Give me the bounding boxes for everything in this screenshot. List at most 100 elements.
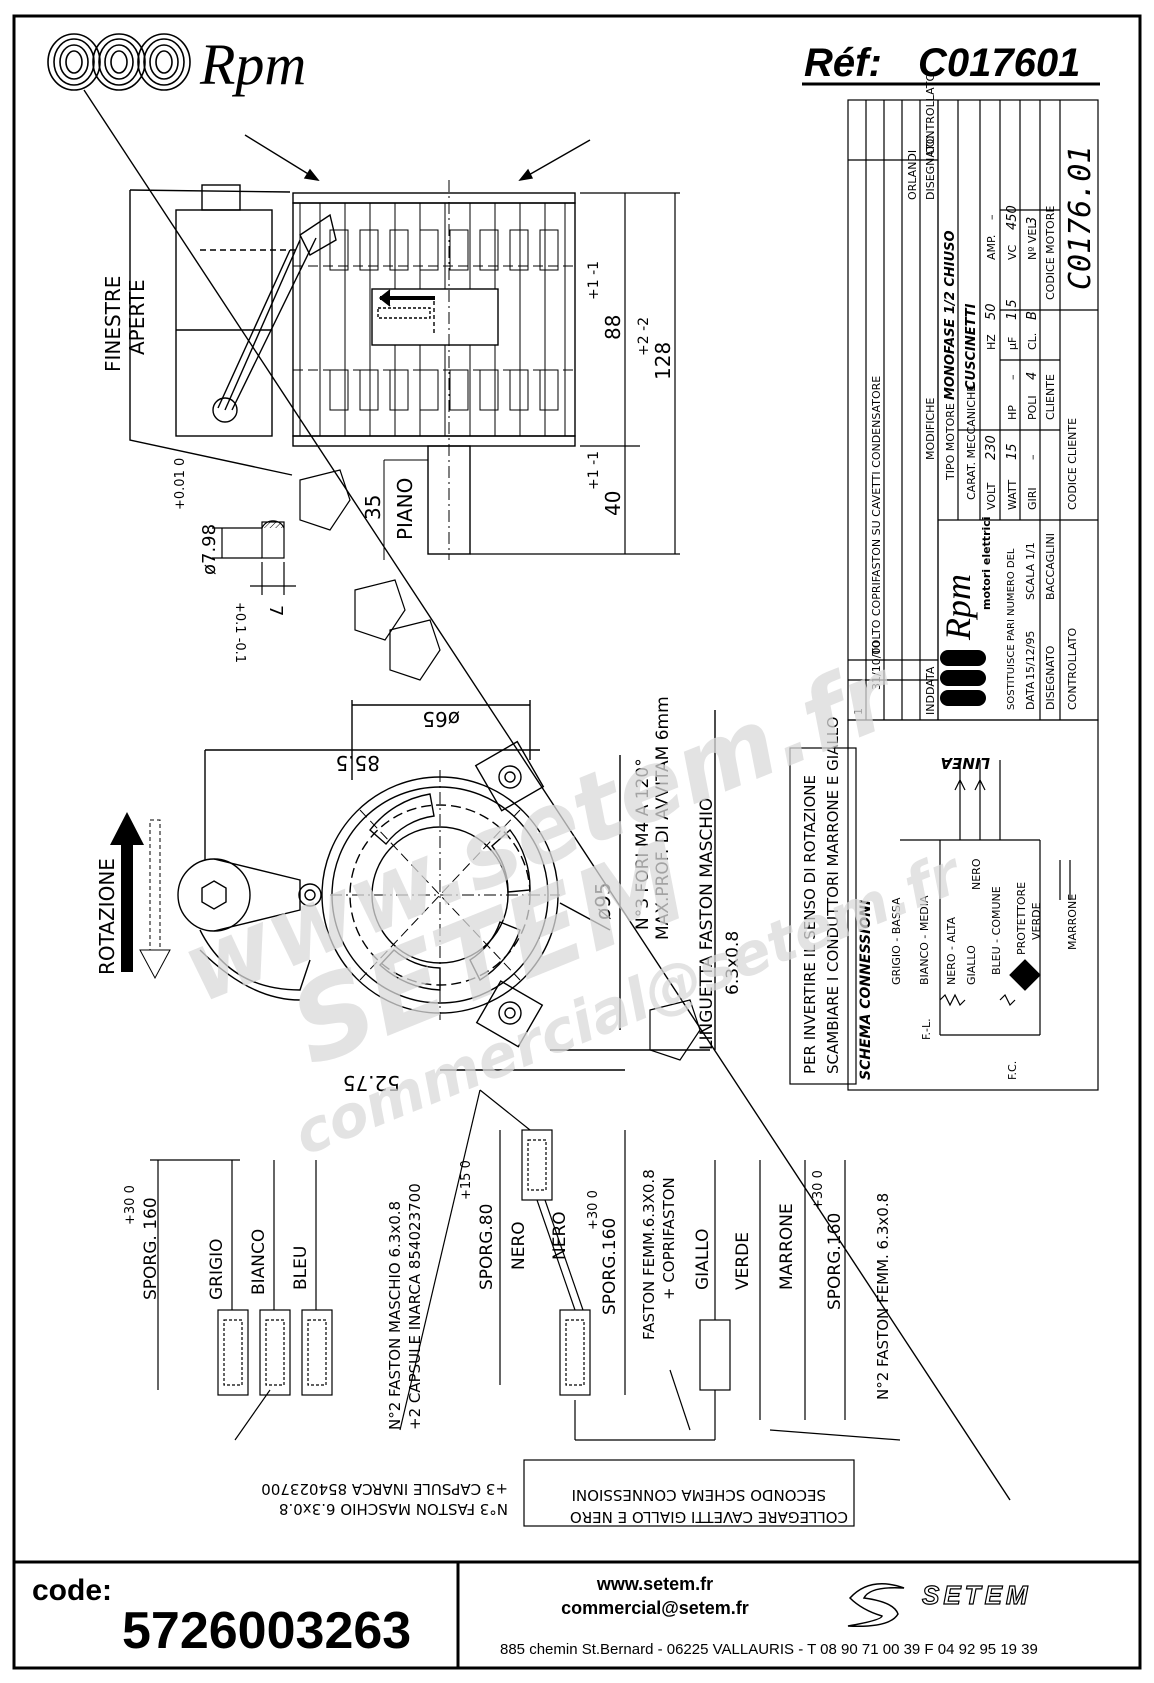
- invert-note-2: SCAMBIARE I CONDUTTORI MARRONE E GIALLO: [824, 717, 842, 1074]
- dim-5275: 52.75: [343, 1071, 400, 1095]
- dim-128-tol: +2 -2: [636, 317, 652, 356]
- reference-value: C017601: [918, 41, 1080, 85]
- schema-wire-marrone: MARRONE: [1066, 894, 1079, 950]
- schema-wire-giallo: GIALLO: [965, 945, 978, 985]
- sporg-160-left-tol: +30 0: [123, 1185, 138, 1225]
- sostituisce: SOSTITUISCE PARI NUMERO DEL: [1006, 548, 1017, 710]
- scala-value: 1/1: [1024, 542, 1037, 560]
- schema-wire-verde: VERDE: [1030, 902, 1043, 940]
- dim-88: 88: [601, 315, 625, 340]
- dim-128: 128: [651, 342, 675, 380]
- data: DATA: [1024, 681, 1037, 710]
- cliente: CLIENTE: [1044, 374, 1057, 420]
- volt-value: 230: [984, 435, 999, 460]
- giri: GIRI: [1026, 487, 1039, 510]
- sporg-80-tol: +15 0: [459, 1160, 474, 1200]
- lead-nero: NERO: [509, 1221, 529, 1270]
- dim-88-tol: +1 -1: [586, 261, 602, 300]
- lead-nero-2: NERO: [550, 1211, 570, 1260]
- uf: µF: [1006, 337, 1019, 350]
- schema-wire-nero: NERO - ALTA: [945, 917, 958, 985]
- rev-text: TOLTO COPRIFASTON SU CAVETTI CONDENSATOR…: [870, 376, 883, 656]
- controllato-head: CONTROLLATO: [924, 73, 937, 155]
- email[interactable]: commercial@setem.fr: [561, 1598, 749, 1618]
- volt: VOLT: [985, 482, 998, 510]
- collegare-line2: SECONDO SCHEMA CONNESSIONI: [572, 1486, 826, 1504]
- carat-value: CUSCINETTI: [964, 303, 979, 390]
- brand-name: Rpm: [199, 32, 306, 97]
- faston-2-line2: +2 CAPSULE INARCA 854023700: [406, 1183, 424, 1430]
- linguetta-label: LINGUETTA FASTON MASCHIO: [697, 798, 717, 1050]
- codice-motore-value: C0176.01: [1063, 146, 1098, 291]
- invert-note-box: [789, 747, 857, 1085]
- leads-drawing: [150, 1089, 901, 1527]
- col-data: DATA: [924, 666, 937, 695]
- linea-label: LINEA: [940, 754, 990, 772]
- uf-value: 1.5: [1005, 299, 1020, 320]
- faston-3-line2: +3 CAPSULE INARCA 854023700: [261, 1480, 508, 1498]
- rpm-logo: Rpm: [47, 32, 306, 97]
- scala: SCALA: [1024, 563, 1037, 600]
- lead-marrone: MARRONE: [777, 1203, 797, 1290]
- cl-value: B: [1025, 311, 1040, 320]
- faston-2-line1: N°2 FASTON MASCHIO 6.3x0.8: [386, 1201, 404, 1430]
- aperte-label: APERTE: [125, 279, 149, 355]
- col-ind: IND: [924, 695, 937, 715]
- outer-frame: [12, 14, 1142, 1670]
- dim-798: ø7.98: [199, 524, 220, 575]
- poli: POLI: [1026, 395, 1039, 420]
- dim-7: 7: [265, 605, 286, 616]
- amp-value: –: [985, 215, 998, 221]
- watt: WATT: [1006, 480, 1019, 510]
- schema-wire-protettore: PROTETTORE: [1015, 882, 1028, 955]
- dim-855: 85.5: [335, 751, 380, 775]
- rev-date: 31/10/00: [870, 641, 883, 690]
- faston-3-line1: N°3 FASTON MASCHIO 6.3x0.8: [279, 1500, 508, 1518]
- col-modifiche: MODIFICHE: [924, 398, 937, 460]
- code-value: 5726003263: [122, 1602, 411, 1660]
- schema-title: SCHEMA CONNESSIONI: [858, 900, 874, 1080]
- hp-value: –: [1006, 375, 1019, 381]
- invert-note-1: PER INVERTIRE IL SENSO DI ROTAZIONE: [801, 775, 819, 1074]
- tipo-value: MONOFASE 1/2 CHIUSO: [943, 230, 958, 400]
- rpm-small-logo: Rpm: [938, 574, 986, 706]
- dim-35: 35: [361, 495, 385, 520]
- faston-femm-2: N°2 FASTON FEMM. 6.3x0.8: [874, 1193, 892, 1400]
- piano-label: PIANO: [393, 478, 417, 540]
- cl: CL.: [1026, 333, 1039, 350]
- fori-label-2: MAX.PROF. DI AVVITAM 6mm: [653, 696, 673, 940]
- website[interactable]: www.setem.fr: [596, 1574, 713, 1594]
- codice-motore: CODICE MOTORE: [1044, 206, 1057, 300]
- faston-femm-line1: FASTON FEMM.6.3X0.8: [640, 1169, 658, 1340]
- lead-bleu: BLEU: [291, 1246, 311, 1290]
- motor-side-view: [129, 134, 591, 560]
- code-box: [12, 1560, 460, 1670]
- rotazione-label: ROTAZIONE: [95, 858, 119, 975]
- carat: CARAT. MECCANICHE: [965, 385, 978, 500]
- linguetta-size: 6.3x0.8: [723, 931, 743, 995]
- dim-40-tol: +1 -1: [586, 451, 602, 490]
- dim-7-tol: +0.1 -0.1: [232, 602, 247, 663]
- address: 885 chemin St.Bernard - 06225 VALLAURIS …: [500, 1641, 1038, 1658]
- lead-bianco: BIANCO: [249, 1229, 269, 1295]
- disegnato-row: DISEGNATO: [1044, 645, 1057, 710]
- wiring-schematic: [900, 760, 1071, 1036]
- hz: HZ: [985, 334, 998, 350]
- nvel-value: 3: [1025, 217, 1040, 225]
- motor-front-view: [177, 700, 716, 1071]
- finestre-label: FINESTRE: [101, 276, 125, 372]
- codice-cliente: CODICE CLIENTE: [1066, 418, 1079, 510]
- poli-value: 4: [1025, 372, 1040, 380]
- schema-fl: F.-L.: [920, 1018, 933, 1040]
- disegnato-head: DISEGNATO: [924, 135, 937, 200]
- nvel: Nº VEL.: [1026, 219, 1039, 260]
- disegnato-name: BACCAGLINI: [1044, 533, 1057, 600]
- sporg-160-mid-tol: +30 0: [586, 1190, 601, 1230]
- hz-value: 50: [984, 303, 999, 320]
- schema-wire-bianco: BIANCO - MEDIA: [918, 895, 931, 985]
- initials: ORLANDI: [906, 150, 919, 200]
- lead-grigio: GRIGIO: [207, 1238, 227, 1300]
- dim-95: ø95: [591, 882, 615, 920]
- rotation-arrow-icon: [110, 812, 171, 980]
